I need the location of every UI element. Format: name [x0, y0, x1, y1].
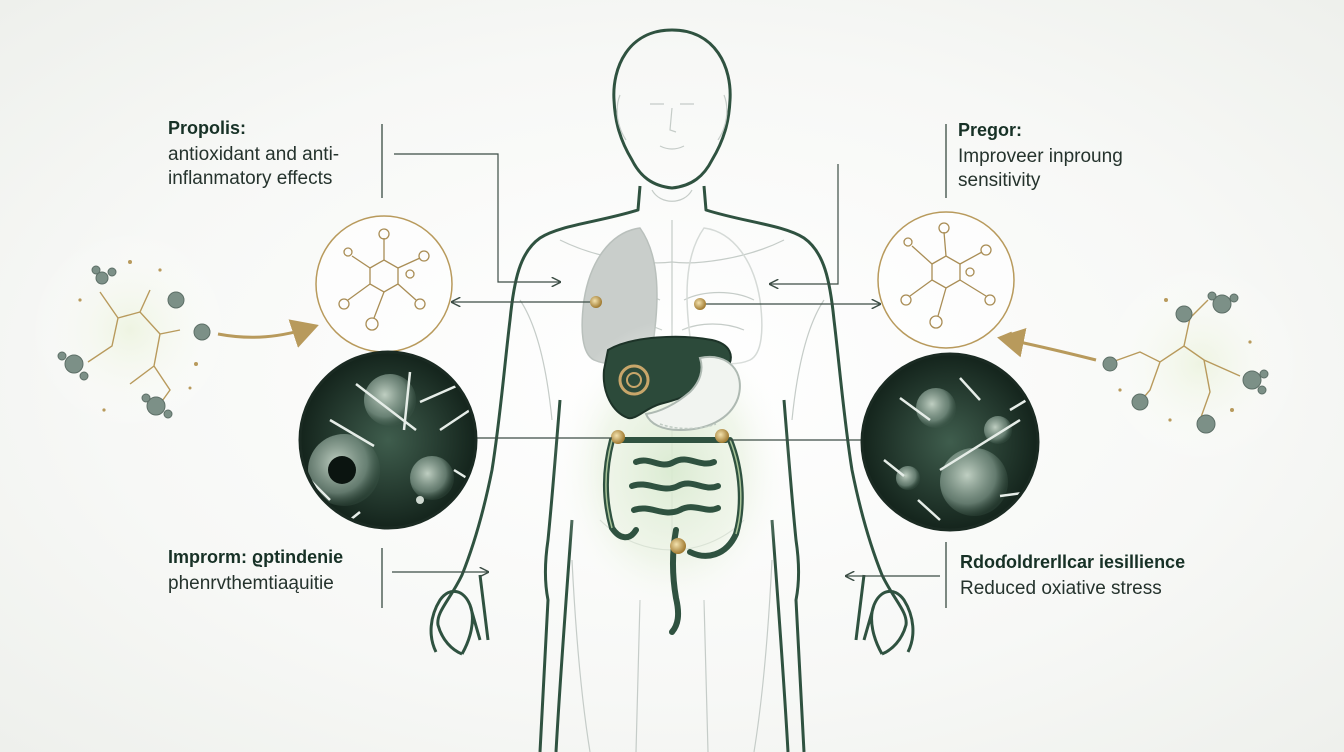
- label-bottom-left-line-1: phenrvthemtiaąuitie: [168, 572, 383, 596]
- floating-molecule-right: [1000, 264, 1300, 464]
- label-bottom-right: Rdoɗoldrerllcar iesillience Reduced oxia…: [960, 552, 1260, 601]
- label-top-left-title: Propolis:: [168, 118, 383, 139]
- label-top-right-line-2: sensitivity: [958, 169, 1198, 193]
- label-bottom-right-title: Rdoɗoldrerllcar iesillience: [960, 552, 1260, 573]
- molecule-circle-left: [316, 216, 452, 352]
- label-bottom-left: Improrm: ϱptindenie phenrvthemtiaąuitie: [168, 547, 383, 596]
- cell-micrograph-left: [300, 352, 476, 528]
- label-top-left-line-2: inflanmatory effects: [168, 167, 383, 191]
- label-bottom-right-line-1: Reduced oxiative stress: [960, 577, 1260, 601]
- label-top-right-title: Pregor:: [958, 120, 1198, 141]
- label-top-right-line-1: Improveer inproung: [958, 145, 1198, 169]
- label-top-right: Pregor: Improveer inproung sensitivity: [958, 120, 1198, 193]
- floating-molecule-left: [30, 230, 316, 430]
- label-top-left: Propolis: antioxidant and anti- inflanma…: [168, 118, 383, 191]
- label-top-left-line-1: antioxidant and anti-: [168, 143, 383, 167]
- cell-micrograph-right: [862, 354, 1038, 530]
- label-bottom-left-title: Improrm: ϱptindenie: [168, 547, 383, 568]
- molecule-circle-right: [878, 212, 1014, 348]
